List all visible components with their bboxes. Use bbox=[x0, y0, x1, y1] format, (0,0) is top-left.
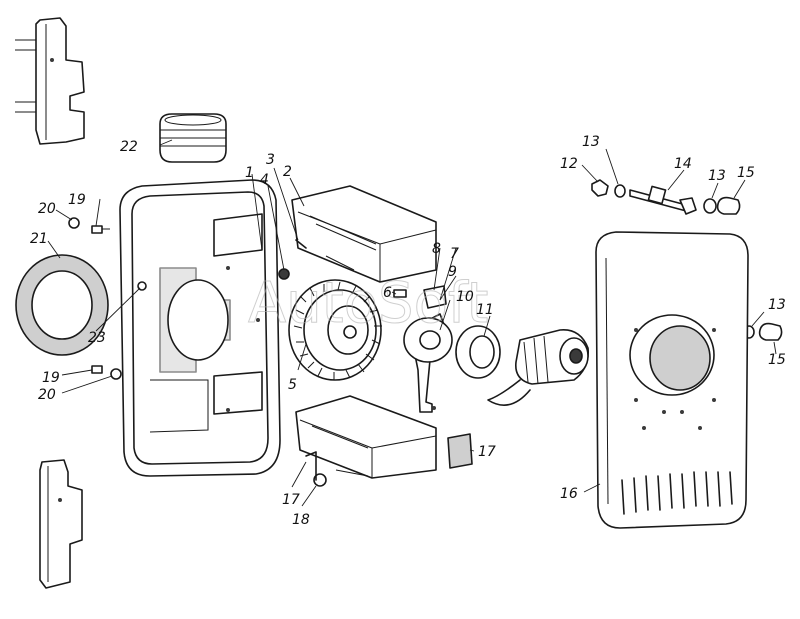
gasket-ring-21 bbox=[15, 254, 109, 356]
callout-14: 14 bbox=[674, 156, 692, 172]
sleeve-part-22 bbox=[159, 113, 227, 163]
plate-part-9 bbox=[423, 285, 447, 309]
fan-impeller-5 bbox=[288, 279, 382, 381]
callout-17-right: 17 bbox=[478, 444, 496, 460]
callout-5: 5 bbox=[288, 377, 297, 393]
callout-15-top: 15 bbox=[737, 165, 755, 181]
callout-13-lower: 13 bbox=[768, 297, 786, 313]
bolt-part-18 bbox=[305, 451, 327, 487]
callout-19-bottom: 19 bbox=[42, 370, 60, 386]
callout-20-top: 20 bbox=[38, 201, 56, 217]
callout-23: 23 bbox=[88, 330, 106, 346]
callout-19-top: 19 bbox=[68, 192, 86, 208]
clamp-plate-17 bbox=[447, 433, 473, 469]
leader-lines bbox=[47, 139, 777, 507]
callout-9: 9 bbox=[448, 264, 457, 280]
front-cover-16 bbox=[595, 231, 749, 529]
callout-13-right: 13 bbox=[708, 168, 726, 184]
callout-8: 8 bbox=[432, 241, 441, 257]
cap-part-15-top bbox=[716, 196, 741, 215]
washer-13-left bbox=[614, 184, 626, 198]
clip-part-3 bbox=[295, 239, 307, 249]
callout-17-left: 17 bbox=[282, 492, 300, 508]
callout-6: 6 bbox=[383, 285, 392, 301]
side-view-bottom bbox=[39, 459, 83, 589]
electric-motor bbox=[487, 329, 590, 406]
cap-part-15-lower bbox=[758, 322, 783, 341]
callout-16: 16 bbox=[560, 486, 578, 502]
callout-11: 11 bbox=[476, 302, 494, 318]
washer-20-top bbox=[68, 217, 80, 229]
callout-13-top: 13 bbox=[582, 134, 600, 150]
callout-22: 22 bbox=[120, 139, 138, 155]
side-view-top bbox=[15, 17, 85, 145]
callout-labels: 1 2 3 4 5 6 7 8 9 10 11 12 13 13 13 14 1… bbox=[30, 134, 786, 528]
radiator-core-lower bbox=[295, 395, 437, 479]
radiator-core-upper-2 bbox=[291, 185, 437, 283]
washer-13-right bbox=[703, 198, 717, 214]
ring-part-11 bbox=[455, 325, 501, 379]
callout-7: 7 bbox=[450, 246, 459, 262]
callout-10: 10 bbox=[456, 289, 474, 305]
housing-body bbox=[119, 179, 281, 477]
callout-2: 2 bbox=[283, 164, 292, 180]
watermark-text: AutoSoft bbox=[248, 271, 489, 336]
callout-1: 1 bbox=[245, 165, 254, 181]
callout-12: 12 bbox=[560, 156, 578, 172]
callout-4: 4 bbox=[260, 172, 269, 188]
callout-21: 21 bbox=[30, 231, 48, 247]
screw-19-top bbox=[91, 225, 110, 234]
screw-19-bottom bbox=[91, 365, 103, 374]
nut-part-12 bbox=[591, 179, 609, 197]
callout-15-lower: 15 bbox=[768, 352, 786, 368]
washer-20-bottom bbox=[110, 368, 122, 380]
shaft-part-14 bbox=[629, 185, 697, 215]
callout-3: 3 bbox=[266, 152, 275, 168]
callout-18: 18 bbox=[292, 512, 310, 528]
callout-20-bottom: 20 bbox=[38, 387, 56, 403]
